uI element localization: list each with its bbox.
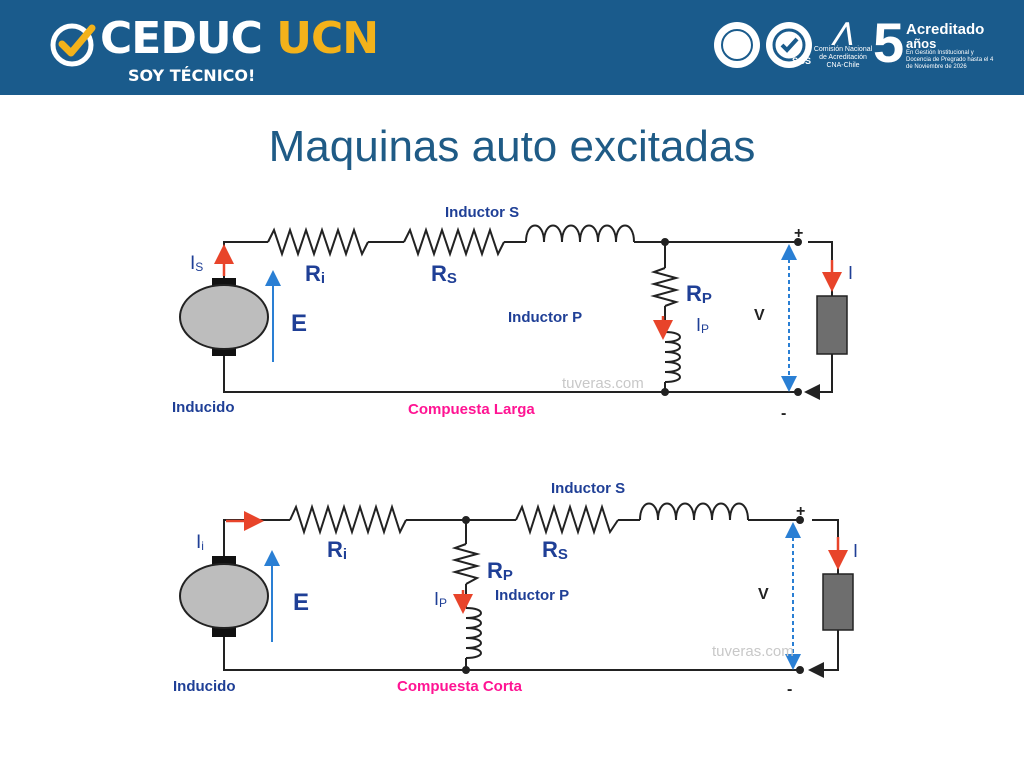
cna-line-2: de Acreditación: [819, 54, 867, 61]
label-v-2: V: [758, 586, 769, 603]
watermark-2: tuveras.com: [712, 643, 794, 660]
label-ip-2: IP: [434, 589, 447, 610]
accreditation-unit: años: [906, 36, 937, 51]
label-ii: Ii: [196, 532, 204, 553]
accreditation-years: 5: [873, 11, 905, 74]
page-title: Maquinas auto excitadas: [268, 122, 756, 171]
resistor-rs-2: [515, 503, 619, 536]
label-inductor-s-2: Inductor S: [551, 480, 625, 497]
resistor-rp: [650, 267, 680, 307]
label-ri: Ri: [305, 261, 325, 287]
brand-name: CEDUC: [100, 13, 263, 64]
tagline: SOY TÉCNICO!: [128, 66, 256, 85]
inductor-p-coil-2: [465, 607, 482, 659]
generator-armature-2: [179, 563, 269, 629]
label-v: V: [754, 307, 765, 324]
label-i-2: I: [853, 541, 858, 561]
accreditation-title: Acreditado: [906, 21, 985, 38]
generator-armature: [179, 284, 269, 350]
label-inductor-p: Inductor P: [508, 309, 582, 326]
caption-compuesta-larga: Compuesta Larga: [408, 401, 535, 418]
cna-line-3: CNA-Chile: [826, 62, 860, 69]
caption-compuesta-corta: Compuesta Corta: [397, 678, 523, 695]
inductor-p-coil: [664, 331, 681, 383]
label-rs-2: RS: [542, 537, 568, 563]
top-wire-left: [223, 241, 268, 244]
label-is: IS: [190, 253, 203, 274]
sgs-label: SGS: [792, 56, 812, 66]
sgs-seal-icon: [766, 22, 812, 68]
label-rp-2: RP: [487, 558, 513, 584]
cna-logo: ⋀ Comisión Nacional de Acreditación CNA-…: [812, 20, 874, 70]
inductor-s-coil: [525, 224, 635, 243]
label-plus-2: +: [796, 503, 805, 520]
label-ri-2: Ri: [327, 537, 347, 563]
accreditation-detail: En Gestión Institucional y Docencia de P…: [906, 50, 994, 70]
label-inducido: Inducido: [172, 399, 235, 416]
watermark: tuveras.com: [562, 375, 644, 392]
accreditation-block: Acreditado años En Gestión Institucional…: [906, 22, 996, 71]
label-e-2: E: [293, 589, 309, 616]
label-rp: RP: [686, 281, 712, 307]
label-minus: -: [781, 405, 786, 422]
label-minus-2: -: [787, 681, 792, 698]
cna-mark-icon: ⋀: [833, 19, 853, 46]
resistor-ri: [267, 226, 369, 258]
resistor-rp-2: [451, 543, 481, 585]
diagram-compuesta-larga: [179, 224, 848, 400]
label-inductor-s: Inductor S: [445, 204, 519, 221]
checkmark-logo-icon: [50, 23, 96, 67]
label-plus: +: [794, 225, 803, 242]
university-seal-icon: [714, 22, 760, 68]
label-inducido-2: Inducido: [173, 678, 236, 695]
label-ip: IP: [696, 315, 709, 336]
label-inductor-p-2: Inductor P: [495, 587, 569, 604]
label-rs: RS: [431, 261, 457, 287]
inductor-s-coil-2: [639, 502, 749, 521]
cna-line-1: Comisión Nacional: [813, 46, 873, 53]
load-resistor-2: [822, 573, 854, 631]
brand-logo: CEDUC UCN: [100, 13, 379, 64]
brand-accent: UCN: [276, 13, 379, 64]
resistor-rs: [403, 226, 505, 258]
header-bar: CEDUC UCN SOY TÉCNICO! SGS ⋀ Comisión Na…: [0, 0, 1024, 95]
label-e: E: [291, 310, 307, 337]
diagram-compuesta-corta: [179, 502, 854, 678]
load-resistor: [816, 295, 848, 355]
resistor-ri-2: [289, 503, 407, 536]
label-i: I: [848, 263, 853, 283]
